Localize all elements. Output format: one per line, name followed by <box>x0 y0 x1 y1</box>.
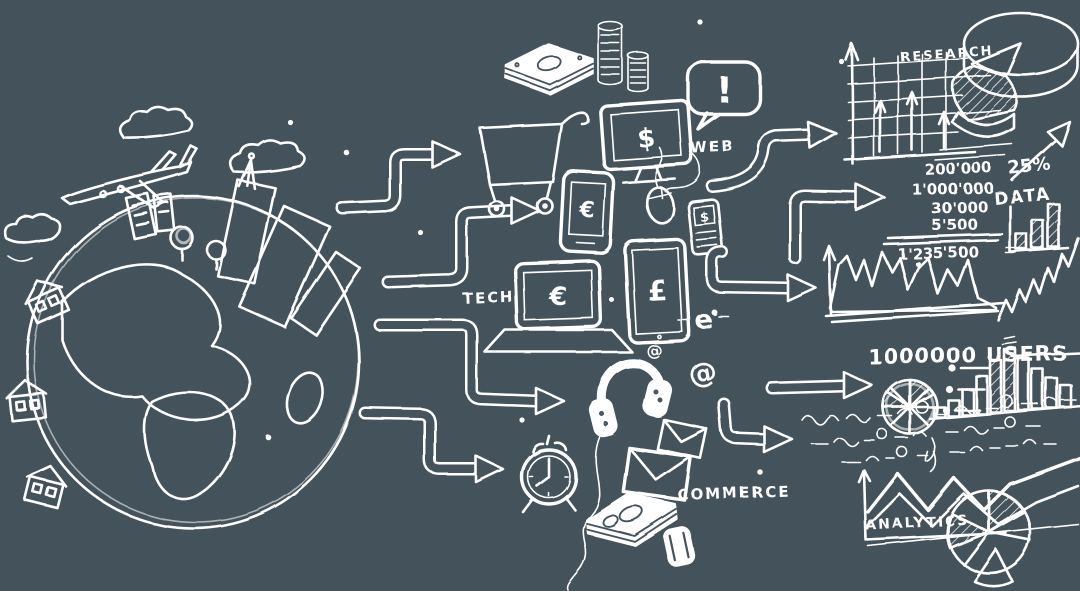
svg-text:e: e <box>693 304 714 336</box>
pie-chart-3d <box>950 11 1080 138</box>
continent-north <box>60 262 252 422</box>
coin-stack <box>597 20 623 86</box>
stepped-arrow <box>358 406 505 484</box>
stepped-arrow <box>373 318 566 416</box>
commerce-label: COMMERCE <box>677 482 790 504</box>
headphones <box>566 358 673 591</box>
users-underline <box>1010 351 1080 358</box>
globe-with-city <box>3 105 363 530</box>
trend-line <box>996 236 1080 322</box>
ink-dots <box>265 19 921 475</box>
cloud <box>228 138 306 174</box>
airplane <box>60 144 199 210</box>
tree <box>205 239 227 271</box>
data-label: DATA <box>993 185 1052 210</box>
growth-arrow: 25% <box>1007 120 1072 182</box>
continent-south <box>143 391 236 501</box>
monitor-dollar-glyph: $ <box>636 123 656 154</box>
house <box>5 378 48 423</box>
figure-row: 200'000 <box>924 159 992 179</box>
data-figures: 200'000 1'000'000 30'000 5'500 1'235'500 <box>882 159 1017 263</box>
exclamation-glyph: ! <box>716 70 732 111</box>
globe-outline <box>25 194 361 530</box>
cloud <box>118 105 194 140</box>
tablet: £ <box>623 237 691 345</box>
squiggle <box>7 255 33 262</box>
monitor-cable <box>664 151 701 192</box>
spike-area-chart <box>822 236 1080 324</box>
stepped-arrow <box>381 196 542 289</box>
speech-bubble: ! <box>686 60 762 131</box>
laptop-euro-glyph: € <box>548 282 567 312</box>
laptop: € <box>483 259 634 354</box>
stepped-arrow <box>705 245 818 303</box>
mini-bar-chart <box>1008 202 1070 254</box>
tree <box>169 225 195 262</box>
skyscraper <box>216 178 277 286</box>
analytics-label: ANALYTICS <box>865 513 969 534</box>
tech-label: TECH <box>462 287 515 307</box>
smartphone: € <box>558 169 616 255</box>
stepped-arrow <box>705 120 838 193</box>
skyscraper <box>289 250 363 337</box>
stepped-arrow <box>788 182 886 265</box>
shopping-cart <box>478 111 590 218</box>
house <box>23 464 68 510</box>
house <box>24 279 71 325</box>
formula-scribbles <box>801 394 1077 473</box>
banknote-roll <box>663 526 696 567</box>
figure-total: 1'235'500 <box>897 243 980 262</box>
figure-row: 1'000'000 <box>912 179 995 198</box>
figure-row: 30'000 <box>931 198 988 218</box>
at-icon: @ <box>645 340 663 361</box>
money-bills <box>505 43 594 96</box>
skyscraper <box>237 204 331 329</box>
alarm-clock <box>520 434 578 514</box>
globe-outline-sketch <box>33 197 359 523</box>
tablet-pound-glyph: £ <box>646 274 667 308</box>
stepped-arrow <box>765 370 874 400</box>
figure-row: 5'500 <box>931 216 978 235</box>
stepped-arrow <box>717 397 794 454</box>
continent-island <box>285 371 325 425</box>
computer-mouse <box>645 147 675 225</box>
histogram <box>928 335 1080 421</box>
envelope <box>621 446 693 502</box>
headphone-cord <box>566 435 601 591</box>
monitor: $ <box>598 98 694 184</box>
growth-label: 25% <box>1007 154 1052 179</box>
stepped-arrow <box>335 139 462 215</box>
at-icon: @ <box>686 354 719 391</box>
cloud <box>3 213 62 244</box>
coin-stack <box>627 51 649 93</box>
web-label: WEB <box>690 137 735 157</box>
smartphone-euro-glyph: € <box>578 198 596 224</box>
e-commerce-icon: e <box>677 304 729 336</box>
research-grid-chart <box>843 42 1013 166</box>
analytics-pie-chart <box>945 489 1032 588</box>
phone-glyph: $ <box>699 210 710 226</box>
money-bills <box>585 492 678 547</box>
users-pie-wheel <box>881 378 939 436</box>
